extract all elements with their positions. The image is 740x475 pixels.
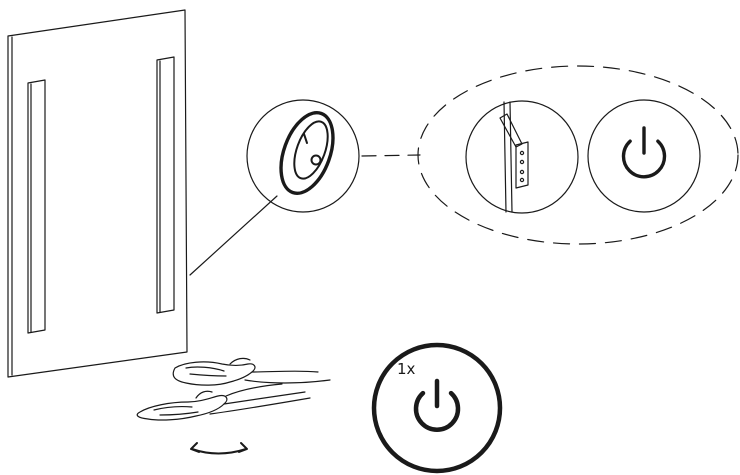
hand-wave-icon	[136, 357, 331, 455]
leader-line	[189, 195, 278, 276]
wall-mount-icon	[499, 101, 529, 213]
wall-connector-detail	[465, 100, 579, 214]
power-icon	[621, 126, 667, 179]
right-light-strip	[156, 56, 175, 314]
power-icon	[413, 378, 461, 432]
rocker-switch-detail	[246, 99, 360, 213]
dashed-connector	[361, 154, 421, 157]
left-light-strip	[27, 79, 46, 334]
press-count-label: 1x	[397, 360, 416, 378]
rocker-switch-icon	[279, 111, 335, 195]
sensor-power-button	[371, 342, 503, 474]
mirror-panel	[7, 9, 188, 378]
wave-direction-arrow	[190, 442, 248, 455]
dashed-callout-ellipse	[417, 65, 739, 245]
switch-on-detail	[587, 99, 701, 213]
